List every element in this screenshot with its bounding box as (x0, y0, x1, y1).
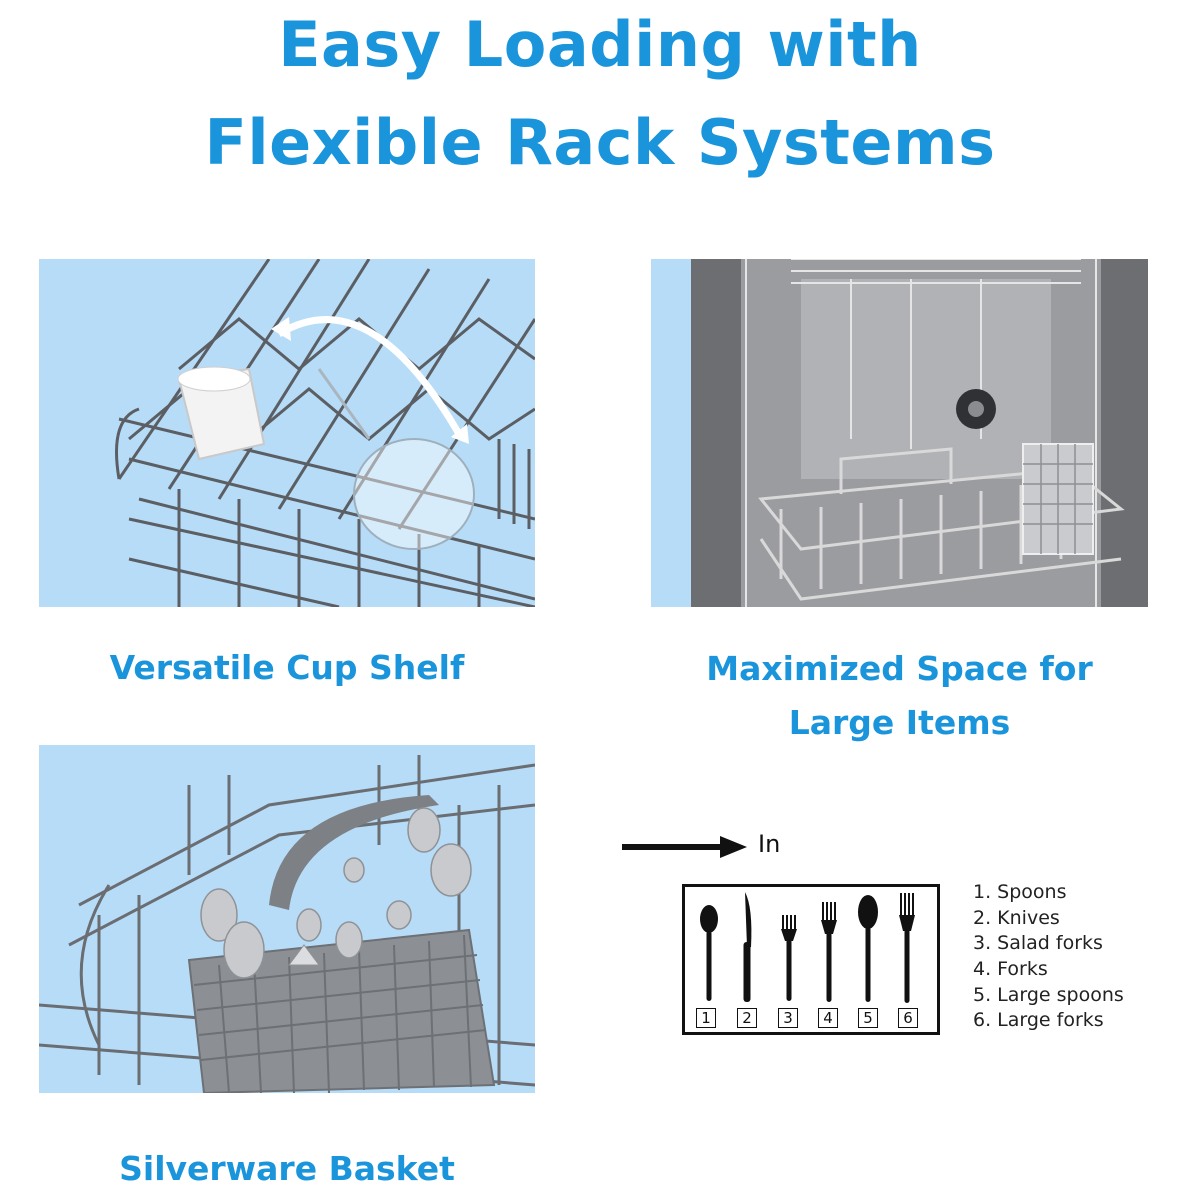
knife-icon (743, 892, 752, 1002)
slot-number-3: 3 (778, 1008, 798, 1028)
page-title-line-1: Easy Loading with (278, 8, 922, 81)
salad-fork-icon (781, 915, 797, 1001)
legend-item: 5. Large spoons (973, 983, 1124, 1006)
slot-number-5: 5 (858, 1008, 878, 1028)
slot-number-4: 4 (818, 1008, 838, 1028)
legend-item: 4. Forks (973, 958, 1048, 981)
legend-item: 6. Large forks (973, 1009, 1104, 1032)
slot-number-2: 2 (737, 1008, 757, 1028)
silverware-basket-image (39, 745, 535, 1093)
large-spoon-icon (858, 895, 878, 1002)
slot-number-1: 1 (696, 1008, 716, 1028)
silverware-basket-caption: Silverware Basket (119, 1149, 455, 1188)
direction-label: In (758, 830, 781, 858)
arrow-right-icon (622, 836, 747, 858)
legend-item: 3. Salad forks (973, 932, 1103, 955)
large-items-caption: Maximized Space for Large Items (651, 642, 1148, 750)
spoon-icon (700, 905, 718, 1001)
legend-item: 1. Spoons (973, 881, 1067, 903)
legend-item: 2. Knives (973, 906, 1060, 929)
slot-number-6: 6 (898, 1008, 918, 1028)
page-title-line-2: Flexible Rack Systems (204, 106, 996, 179)
large-items-caption-line-1: Maximized Space for (706, 649, 1093, 688)
large-items-image (651, 259, 1148, 607)
large-items-caption-line-2: Large Items (788, 703, 1011, 742)
cup-shelf-caption: Versatile Cup Shelf (109, 648, 465, 687)
large-fork-icon (899, 893, 915, 1003)
fork-icon (821, 902, 837, 1002)
cutlery-legend: 1. Spoons 2. Knives 3. Salad forks 4. Fo… (973, 880, 1124, 1034)
cutlery-diagram (682, 884, 940, 1035)
cup-shelf-image (39, 259, 535, 607)
